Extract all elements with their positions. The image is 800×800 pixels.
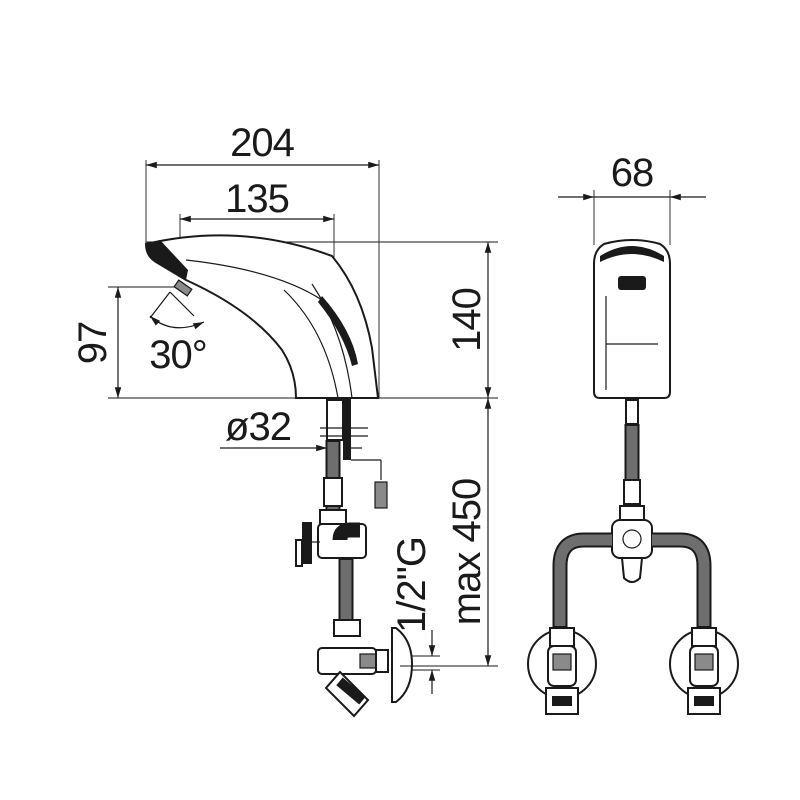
dim-label-135: 135 bbox=[225, 177, 289, 221]
mounting-shank bbox=[326, 399, 344, 441]
central-valve bbox=[611, 519, 653, 559]
sensor-eye-front bbox=[618, 276, 646, 290]
dim-label-d32: ø32 bbox=[225, 405, 291, 449]
wall-rosette bbox=[391, 627, 414, 703]
dim-label-max-450: max 450 bbox=[445, 479, 489, 625]
sensor-window bbox=[173, 279, 193, 297]
cable-plug bbox=[374, 481, 388, 509]
dim-label-68: 68 bbox=[611, 151, 654, 195]
side-view: 204 135 140 97 30° ø32 bbox=[71, 121, 498, 718]
dim-label-thread: 1/2"G bbox=[390, 537, 434, 633]
faucet-body bbox=[144, 234, 380, 399]
dim-label-97: 97 bbox=[71, 322, 115, 365]
dim-label-204: 204 bbox=[230, 121, 294, 165]
dim-label-140: 140 bbox=[445, 288, 489, 352]
faucet-body-front bbox=[593, 239, 671, 399]
dim-label-30-deg: 30° bbox=[149, 333, 207, 377]
front-view: 68 bbox=[527, 151, 739, 715]
